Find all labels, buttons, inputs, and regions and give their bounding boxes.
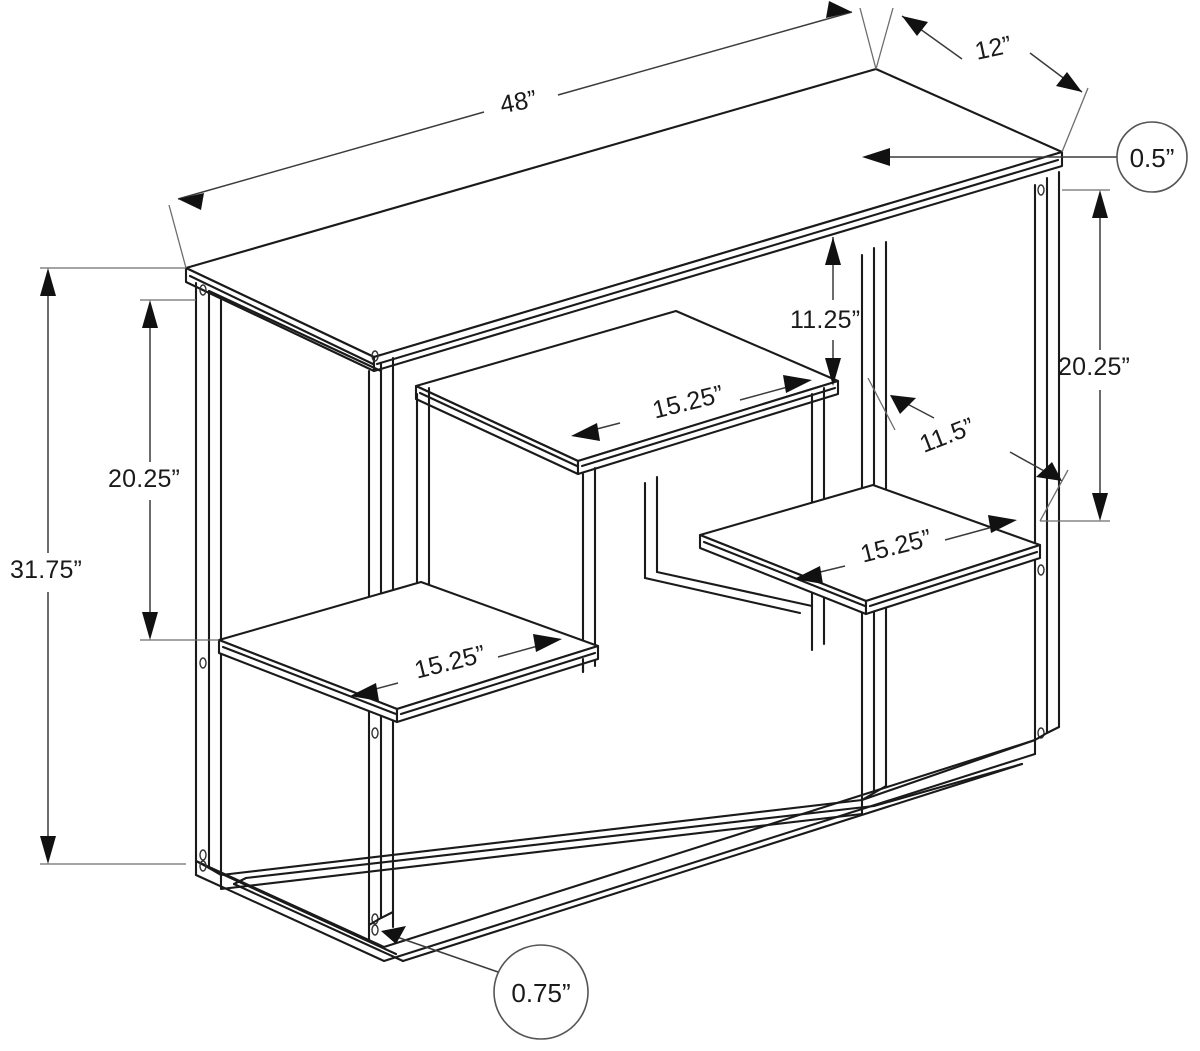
right-shelf-arrow-left [794,566,823,584]
bottom-right-rear-post-foot [1033,725,1061,742]
frame-tube-leader [393,935,499,973]
dimension-label-overall-height: 31.75” [10,556,82,584]
bottom-ring-back-left-rail [219,798,864,877]
overall-depth-arrow-right [1056,72,1082,92]
screw-mark-leftrear-top [371,350,379,362]
overall-depth-arrow-left [902,16,928,36]
right-lower-shelf [698,483,1042,652]
overall-width-arrow-right [826,1,852,18]
right-shelf-reveal-right [868,550,1039,608]
left-shelf-arrow-right [533,634,562,652]
left-shelf-arrow-left [350,683,379,701]
dimension-overall-width: 48” [168,1,877,269]
overall-height-arrow-top [40,268,56,296]
dimension-label-right-upper-height: 20.25” [1058,353,1130,381]
dimension-overall-height: 31.75” [10,267,186,865]
dimension-label-left-upper-height: 20.25” [108,465,180,493]
bottom-left-rear-post-foot [367,910,395,927]
dimension-right-upper-height: 20.25” [1040,189,1130,522]
bottom-ring-front-right-rail [382,738,1037,949]
right-upper-arrow-top [1092,190,1108,218]
overall-height-arrow-bottom [40,836,56,864]
dimension-frame-tube: 0.75” [381,926,589,1040]
upper-middle-shelf [414,309,840,674]
overall-width-ext-left [168,204,187,269]
screw-mark-left-mid [199,657,207,669]
dimension-label-upper-shelf-clearance: 11.25” [790,306,860,334]
screw-mark-bottom-ring-left [199,860,207,872]
bottom-ring-inner-right [401,762,1024,963]
bottom-ring-back-left-rail2 [207,866,398,956]
dimension-overall-depth: 12” [875,7,1089,153]
bottom-right-front-post-foot [860,784,888,802]
dimension-label-frame-tube: 0.75” [511,978,570,1008]
dimension-left-upper-height: 20.25” [108,299,219,641]
bottom-ring-inner-front [232,882,405,963]
table-top-edge-reveal-front [188,274,375,366]
bottom-ring-rear-inner-rail2 [872,762,1024,808]
upper-shelf-reveal-right [580,386,837,468]
upper-shelf-box-bottom-rail [655,570,814,608]
right-shelf-reveal-front [702,540,867,608]
screw-mark-right-bottom [1037,727,1045,739]
bottom-ring-rear-inner-rail [244,804,876,880]
bottom-ring-rear-thickness [219,812,864,891]
overall-depth-ext-left [875,7,894,70]
lower-clearance-arrow-bottom [1036,462,1062,481]
bottom-ring-rear-outer-rail [860,738,1037,802]
left-end-top-rail [207,289,383,373]
dimension-label-overall-depth: 12” [972,31,1014,66]
right-shelf-arrow-right [988,515,1017,533]
upper-shelf-reveal-front [418,391,579,468]
lower-clearance-arrow-top [890,395,916,414]
console-table-geometry [184,67,1064,963]
left-upper-arrow-bottom [142,612,158,640]
bottom-frame-ring [194,725,1061,963]
overall-width-dim-line [177,111,485,200]
table-top-edge-reveal-right [375,158,1060,366]
dimension-top-thickness: 0.5” [862,121,1188,193]
frame-tube-arrow [381,926,406,944]
screw-mark-leftrear-mid [371,727,379,739]
screw-mark-right-mid [1037,564,1045,576]
upper-shelf-box-bottom-rail-2 [643,576,802,615]
left-upper-arrow-top [142,300,158,328]
top-thickness-balloon [1116,121,1188,193]
dimension-label-lower-shelf-clearance: 11.5” [916,412,978,458]
frame-tube-balloon [493,944,589,1040]
table-top-panel [184,67,1064,373]
right-upper-arrow-bottom [1092,493,1108,521]
upper-shelf-arrow-left [571,423,600,441]
left-shelf-reveal-front [221,645,398,716]
top-thickness-arrow [862,148,890,166]
overall-width-dim-line-b [557,11,853,96]
screw-mark-left-top [199,284,207,296]
upper-shelf-arrow-right [783,375,812,393]
table-top-upper-face [184,67,1064,359]
left-lower-shelf [217,580,600,724]
dimension-label-top-thickness: 0.5” [1130,143,1175,173]
overall-width-ext-right [859,7,877,70]
screw-mark-right-top [1037,184,1045,196]
left-shelf-reveal-right [399,651,597,716]
screw-mark-bottom-ring-rear [371,924,379,936]
bottom-ring-inner-back-left [232,876,248,886]
lower-clearance-ext-top [867,377,896,431]
upper-clearance-arrow-top [825,237,841,265]
lower-clearance-ext-bottom [1039,469,1069,522]
upper-clearance-arrow-bottom [825,358,841,386]
overall-width-arrow-left [178,193,204,210]
overall-depth-ext-right [1061,87,1089,153]
right-end-frame [860,170,1061,802]
bottom-ring-front-thickness [194,752,1037,963]
dimension-label-overall-width: 48” [498,85,539,119]
screw-mark-left-bottom [199,849,207,861]
dimension-upper-shelf-clearance: 11.25” [790,237,860,386]
